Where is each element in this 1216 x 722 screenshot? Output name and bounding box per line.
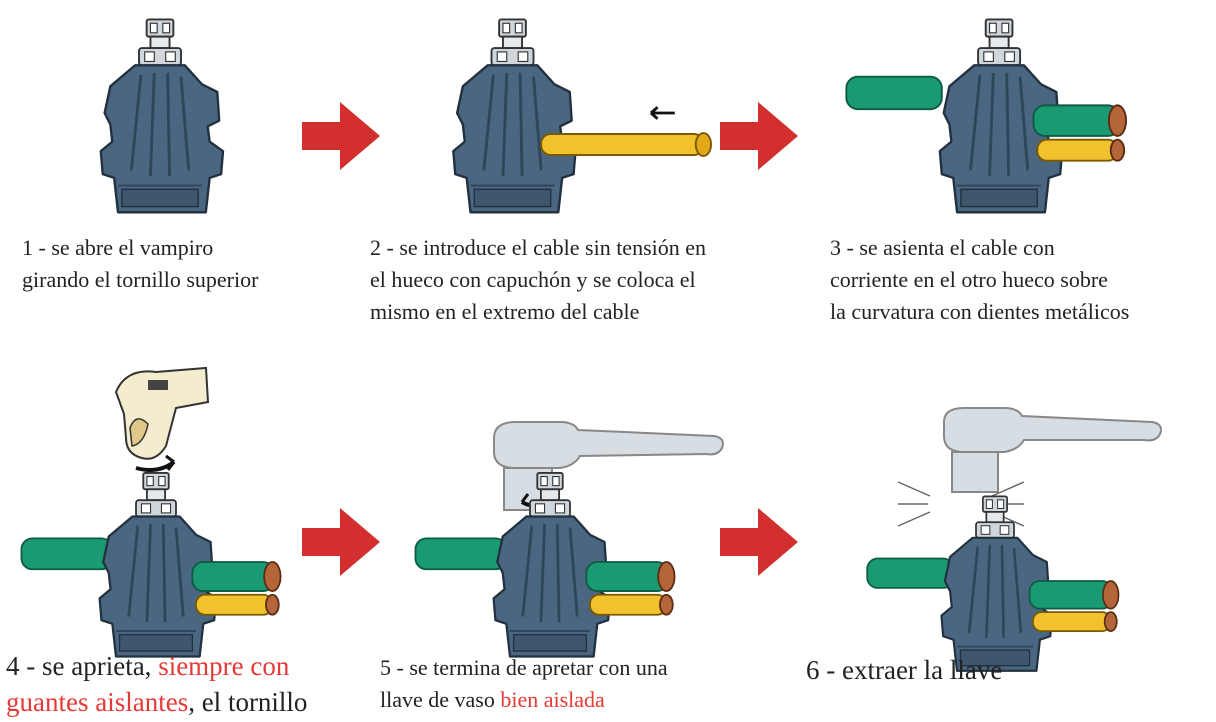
- piercing-connector-icon: [20, 471, 282, 658]
- step-2-caption: 2 - se introduce el cable sin tensión en…: [370, 235, 707, 324]
- piercing-connector-icon: [866, 495, 1120, 673]
- gloved-hand-icon: [114, 366, 210, 472]
- right-arrow-icon: [720, 102, 798, 170]
- step-1: 1 - se abre el vampiro girando el tornil…: [0, 0, 330, 330]
- step-1-caption: 1 - se abre el vampiro girando el tornil…: [22, 235, 259, 292]
- step-5-caption: 5 - se termina de apretar con una llave …: [380, 652, 800, 716]
- step-5: 5 - se termina de apretar con una llave …: [380, 362, 800, 722]
- step-6-caption: 6 - extraer la llave: [806, 655, 1003, 685]
- step-3-caption: 3 - se asienta el cable con corriente en…: [830, 235, 1130, 324]
- piercing-connector-icon: [451, 18, 712, 214]
- piercing-connector-icon: [845, 18, 1127, 214]
- piercing-connector-icon: [414, 471, 676, 658]
- sparks-icon: [897, 481, 1025, 527]
- socket-wrench-icon: [943, 407, 1162, 493]
- step-4-caption-a: 4 - se aprieta,: [6, 651, 159, 681]
- step-5-caption-highlight: bien aislada: [500, 687, 605, 712]
- piercing-connector-icon: [99, 18, 225, 214]
- step-4: 4 - se aprieta, siempre con guantes aisl…: [0, 362, 380, 722]
- step-4-caption-highlight: siempre con guantes aislantes: [6, 651, 290, 717]
- step-6: 6 - extraer la llave: [800, 362, 1216, 722]
- step-4-caption-c: , el tornillo: [188, 687, 308, 717]
- step-5-caption-a: 5 - se termina de apretar con una llave …: [380, 655, 668, 712]
- right-arrow-icon: [720, 508, 798, 576]
- step-3: 3 - se asienta el cable con corriente en…: [820, 0, 1216, 340]
- step-4-caption: 4 - se aprieta, siempre con guantes aisl…: [6, 648, 376, 720]
- step-2: 2 - se introduce el cable sin tensión en…: [360, 0, 800, 340]
- right-arrow-icon: [302, 508, 380, 576]
